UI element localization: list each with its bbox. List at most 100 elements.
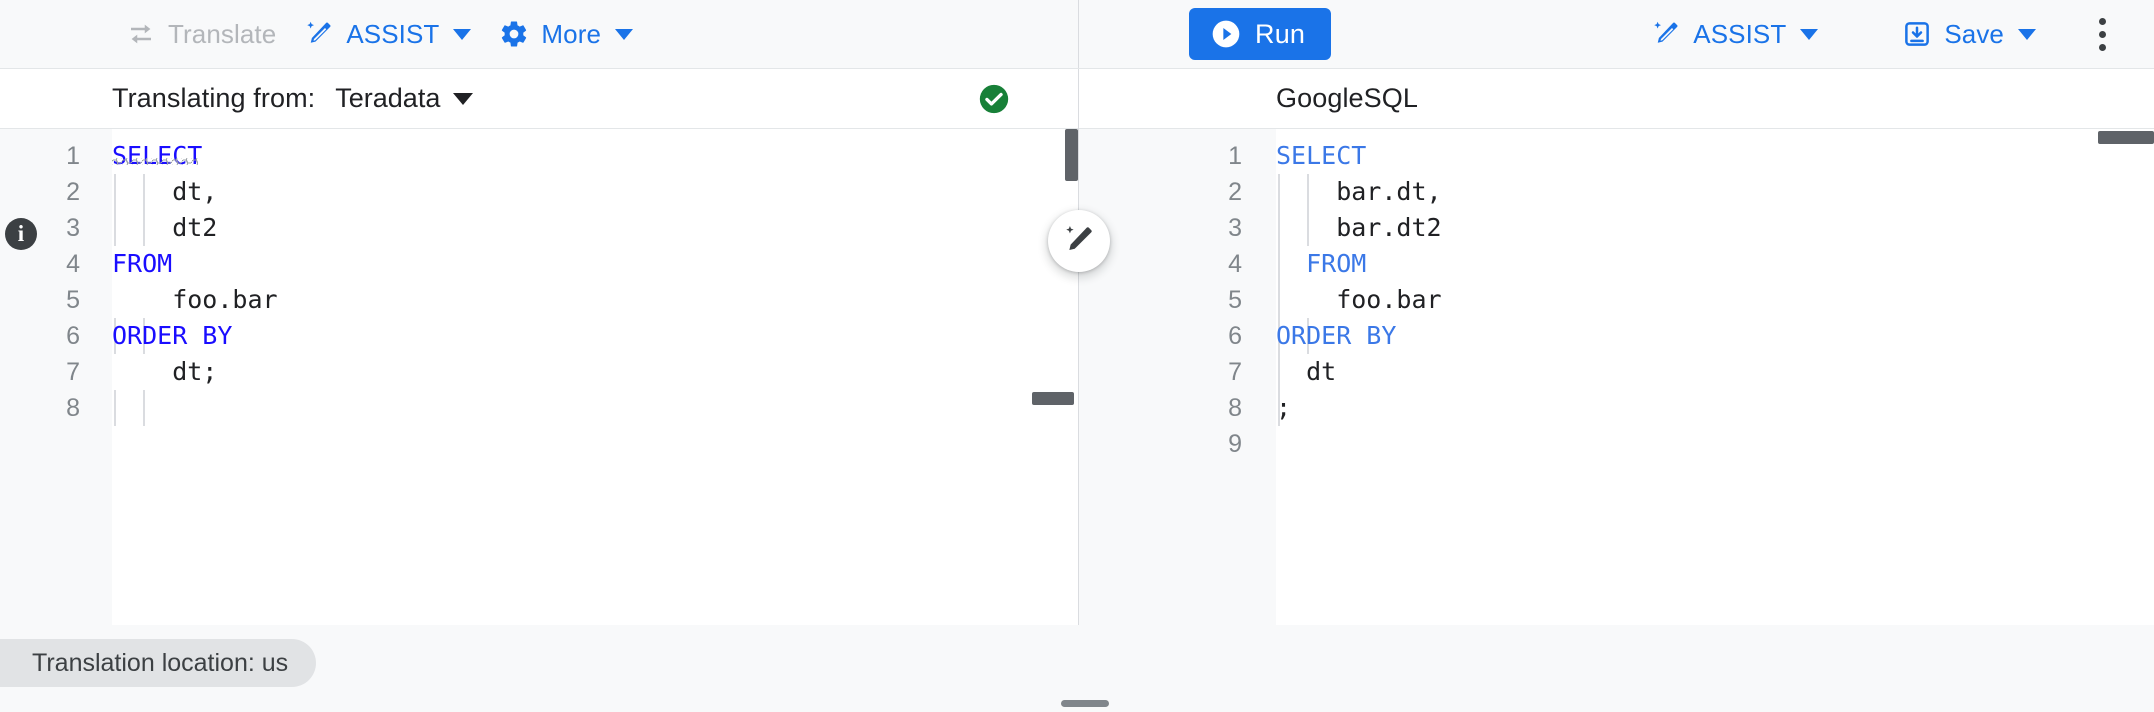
- sql-keyword: ORDER BY: [1276, 321, 1397, 350]
- target-horizontal-scrollbar[interactable]: [2098, 131, 2154, 144]
- line-number: 4: [1228, 250, 1242, 278]
- bottom-drag-handle[interactable]: [1061, 700, 1109, 707]
- info-icon[interactable]: i: [5, 218, 37, 250]
- save-label: Save: [1944, 18, 2004, 49]
- line-text: FROM: [112, 246, 172, 282]
- line-text: foo.bar: [112, 282, 278, 318]
- code-line[interactable]: 4 FROM: [1079, 246, 2154, 282]
- code-line[interactable]: 2 bar.dt,: [1079, 174, 2154, 210]
- magic-wand-icon: [1651, 19, 1681, 49]
- line-text: SELECT: [112, 138, 202, 174]
- code-line[interactable]: 5 foo.bar: [1079, 282, 2154, 318]
- line-text: ;: [1276, 390, 1291, 426]
- assist-left-label: ASSIST: [346, 18, 440, 49]
- code-line[interactable]: 9: [1079, 426, 2154, 462]
- translation-location-text: Translation location: us: [32, 648, 289, 677]
- chevron-down-icon: [453, 28, 472, 40]
- assist-left-button[interactable]: ASSIST: [290, 10, 485, 58]
- translate-label: Translate: [168, 18, 277, 49]
- chevron-down-icon: [615, 28, 634, 40]
- indent-guide: [114, 174, 116, 246]
- line-number: 5: [1228, 286, 1242, 314]
- source-editor-pane: Translating from: Teradata: [0, 69, 1078, 625]
- sql-text: foo.bar: [1276, 285, 1442, 314]
- code-line[interactable]: 1 SELECT: [0, 138, 1078, 174]
- code-line[interactable]: 7 dt;: [0, 354, 1078, 390]
- line-number: 5: [66, 286, 80, 314]
- indent-guide: [1278, 174, 1280, 426]
- code-line[interactable]: 4 FROM: [0, 246, 1078, 282]
- line-text: foo.bar: [1276, 282, 1442, 318]
- line-text: dt2: [112, 210, 217, 246]
- more-button[interactable]: More: [485, 10, 647, 58]
- line-text: FROM: [1276, 246, 1366, 282]
- line-number: 3: [1228, 214, 1242, 242]
- magic-wand-icon: [304, 19, 334, 49]
- indent-guide: [1307, 174, 1309, 246]
- source-vertical-scrollbar[interactable]: [1065, 129, 1078, 181]
- code-line[interactable]: 3 bar.dt2: [1079, 210, 2154, 246]
- more-vert-icon[interactable]: [2074, 6, 2130, 62]
- gear-icon: [499, 19, 529, 49]
- save-button[interactable]: Save: [1888, 10, 2050, 58]
- line-number: 9: [1228, 430, 1242, 458]
- line-number: 8: [66, 394, 80, 422]
- line-number: 7: [66, 358, 80, 386]
- sql-keyword: SELECT: [112, 141, 203, 170]
- line-number: 2: [66, 178, 80, 206]
- play-circle-icon: [1210, 18, 1242, 50]
- line-text: bar.dt2: [1276, 210, 1442, 246]
- syntax-warning-squiggle: [112, 158, 198, 165]
- indent-guide: [143, 174, 145, 246]
- line-text: SELECT: [1276, 138, 1366, 174]
- code-line[interactable]: 2 dt,: [0, 174, 1078, 210]
- check-circle-icon: [977, 82, 1011, 116]
- translation-location-chip[interactable]: Translation location: us: [0, 639, 317, 687]
- line-number: 4: [66, 250, 80, 278]
- indent-guide: [114, 390, 116, 426]
- sql-text: bar.dt,: [1276, 177, 1442, 206]
- translate-button[interactable]: Translate: [112, 10, 290, 58]
- line-number: 7: [1228, 358, 1242, 386]
- indent-guide: [143, 318, 145, 354]
- source-dialect-select[interactable]: Teradata: [335, 83, 474, 114]
- source-horizontal-scrollbar[interactable]: [1032, 392, 1074, 405]
- source-dialect-value: Teradata: [335, 83, 441, 113]
- sql-keyword: ORDER BY: [112, 321, 233, 350]
- assist-right-button[interactable]: ASSIST: [1637, 10, 1832, 58]
- line-text: dt;: [112, 354, 217, 390]
- target-dialect-label: GoogleSQL: [1276, 83, 1418, 113]
- toolbar-right-group: Run ASSIST: [1079, 0, 2154, 68]
- sql-keyword: SELECT: [1276, 141, 1367, 170]
- sql-text: dt: [1276, 357, 1337, 386]
- indent-guide: [114, 318, 116, 354]
- line-number: 8: [1228, 394, 1242, 422]
- sql-text: bar.dt2: [1276, 213, 1442, 242]
- target-gutter: [1079, 129, 1276, 625]
- line-text: dt,: [112, 174, 217, 210]
- code-line[interactable]: 3 dt2: [0, 210, 1078, 246]
- code-line[interactable]: 7 dt: [1079, 354, 2154, 390]
- more-label: More: [541, 18, 602, 49]
- run-label: Run: [1255, 18, 1306, 49]
- code-line[interactable]: 5 foo.bar: [0, 282, 1078, 318]
- sql-text: foo.bar: [112, 285, 278, 314]
- pane-splitter[interactable]: [1078, 69, 1079, 625]
- magic-edit-button[interactable]: [1048, 210, 1110, 272]
- line-text: ORDER BY: [1276, 318, 1396, 354]
- chevron-down-icon: [2018, 28, 2036, 40]
- sql-keyword: FROM: [112, 249, 173, 278]
- translate-swap-icon: [126, 19, 156, 49]
- code-line[interactable]: 8: [0, 390, 1078, 426]
- line-number: 1: [66, 142, 80, 170]
- run-button[interactable]: Run: [1189, 8, 1332, 60]
- code-line[interactable]: 8;: [1079, 390, 2154, 426]
